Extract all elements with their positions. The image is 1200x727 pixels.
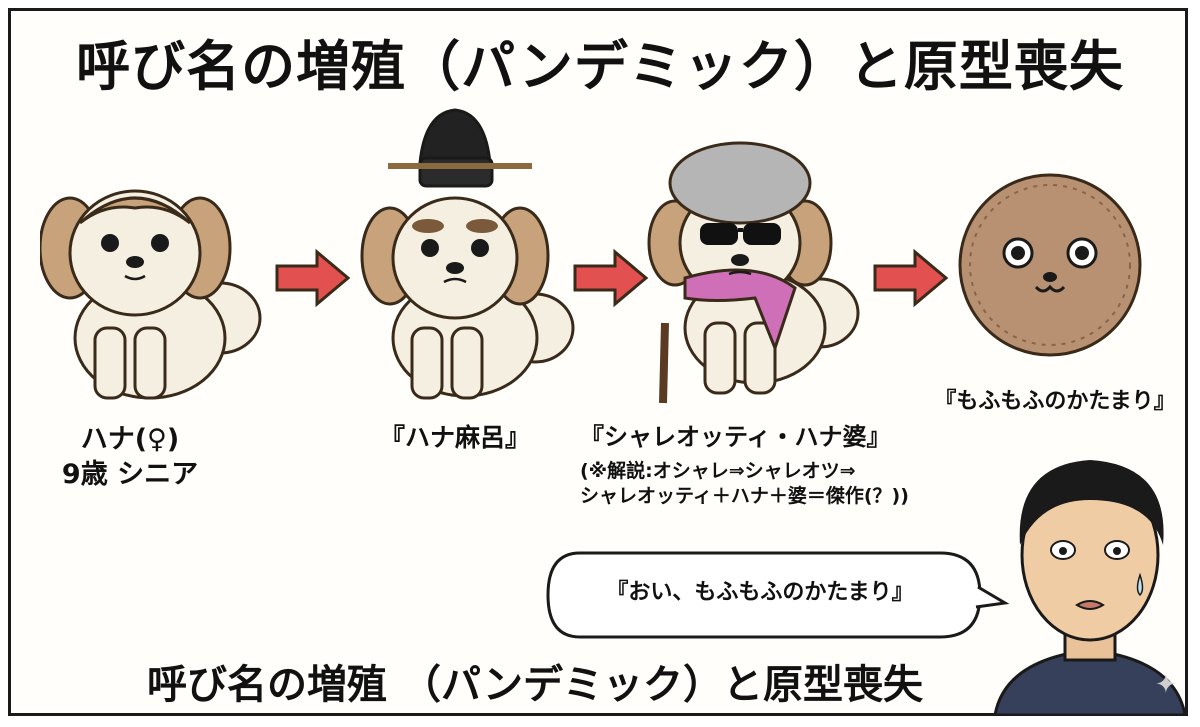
dog-illustration-hana — [40, 189, 262, 400]
caption-stage-4-name: 『もふもふのかたまり』 — [934, 389, 1176, 414]
caption-stage-3-note-2: シャレオッティ＋ハナ＋婆＝傑作(？)) — [580, 484, 909, 507]
caption-stage-1-name: ハナ(♀) — [80, 424, 180, 455]
dog-illustration-hana-maro — [360, 108, 575, 400]
caption-stage-3-name: 『シャレオッティ・ハナ婆』 — [580, 423, 891, 451]
sparkle-icon: ✦ — [1155, 670, 1177, 700]
caption-stage-1: ハナ(♀) 9歳 シニア — [40, 422, 220, 492]
arrow-icon — [275, 248, 351, 308]
arrow-icon — [873, 248, 949, 308]
speech-bubble-text: 『おい、もふもふのかたまり』 — [606, 580, 914, 605]
page-title: 呼び名の増殖（パンデミック）と原型喪失 — [76, 35, 1124, 98]
caption-stage-2-name: 『ハナ麻呂』 — [379, 423, 530, 452]
caption-stage-1-age: 9歳 シニア — [61, 459, 199, 491]
fluff-ball-illustration — [958, 173, 1142, 357]
caption-stage-4: 『もふもふのかたまり』 — [920, 388, 1190, 417]
caption-stage-2: 『ハナ麻呂』 — [355, 422, 555, 455]
speech-bubble — [546, 551, 1010, 639]
caption-stage-3: 『シャレオッティ・ハナ婆』 (※解説:オシャレ⇒シャレオツ⇒ シャレオッティ＋ハ… — [580, 422, 940, 509]
arrow-icon — [573, 248, 649, 308]
bottom-caption-title: 呼び名の増殖 （パンデミック）と原型喪失 — [147, 662, 923, 708]
dog-illustration-sharelotti-hana-baba — [647, 141, 860, 404]
man-character-illustration — [993, 460, 1187, 715]
caption-stage-3-note-1: (※解説:オシャレ⇒シャレオツ⇒ — [580, 460, 856, 483]
